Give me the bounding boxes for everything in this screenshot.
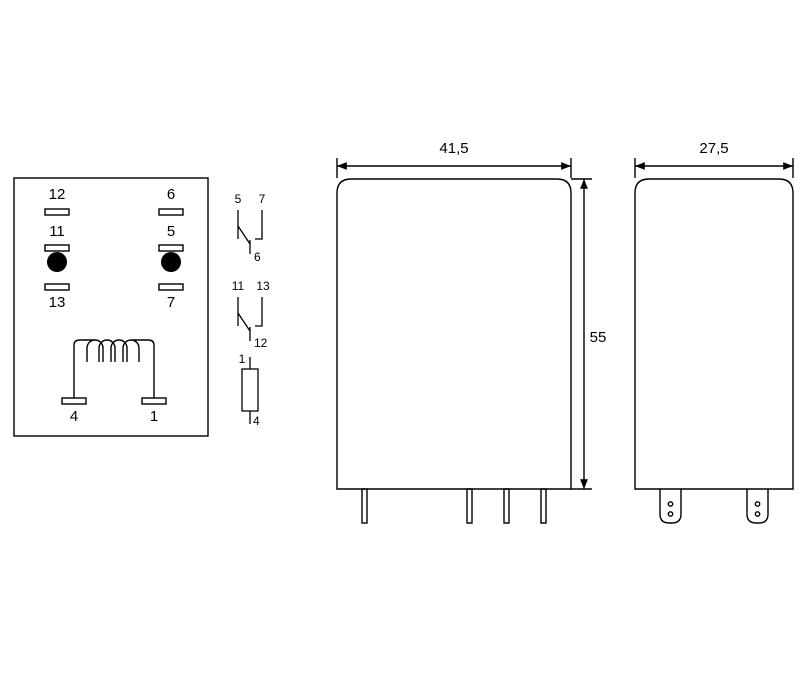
contact-1-symbol [237, 210, 263, 254]
pin-label-11: 11 [49, 223, 65, 240]
pin-labels: 12 6 11 5 13 7 4 1 [49, 186, 176, 425]
front-view-body [336, 178, 572, 490]
contact-dot-right [161, 252, 181, 272]
coil-winding [73, 339, 155, 398]
schematic-labels: 5 7 6 11 13 12 1 4 [232, 192, 270, 428]
side-width-label: 27,5 [699, 140, 728, 157]
side-view [634, 158, 794, 524]
side-view-body [634, 178, 794, 490]
pin-layout [13, 177, 209, 437]
side-terminal-right-hole-2 [754, 511, 761, 517]
sch-label-7: 7 [259, 192, 266, 206]
pin-label-13: 13 [49, 294, 66, 311]
front-width-label: 41,5 [439, 140, 468, 157]
pin-label-7: 7 [167, 294, 175, 311]
front-pin-4 [540, 488, 547, 524]
front-pin-1 [361, 488, 368, 524]
pin-label-6: 6 [167, 186, 175, 203]
contact-2-symbol [237, 297, 263, 341]
height-label: 55 [590, 329, 607, 346]
side-terminal-left [659, 489, 682, 524]
front-view [336, 158, 592, 524]
pin-layout-frame [13, 177, 209, 437]
pin-11 [44, 244, 70, 252]
sch-label-6: 6 [254, 250, 261, 264]
sch-label-13: 13 [256, 279, 270, 293]
pin-label-12: 12 [49, 186, 66, 203]
sch-label-11: 11 [232, 279, 245, 293]
coil-symbol [241, 368, 259, 412]
front-pin-2 [466, 488, 473, 524]
sch-label-coil-4: 4 [253, 414, 260, 428]
pin-5 [158, 244, 184, 252]
sch-label-5: 5 [235, 192, 242, 206]
pin-label-1: 1 [150, 408, 158, 425]
schematic [237, 210, 263, 424]
side-terminal-right [746, 489, 769, 524]
front-pin-3 [503, 488, 510, 524]
pin-label-4: 4 [70, 408, 78, 425]
pin-label-5: 5 [167, 223, 175, 240]
side-terminal-right-hole-1 [754, 501, 761, 507]
pin-7 [158, 283, 184, 291]
pin-6 [158, 208, 184, 216]
side-terminal-left-hole-1 [667, 501, 674, 507]
pin-13 [44, 283, 70, 291]
sch-label-coil-1: 1 [239, 352, 246, 366]
pin-1 [141, 397, 167, 405]
side-terminal-left-hole-2 [667, 511, 674, 517]
contact-dot-left [47, 252, 67, 272]
pin-12 [44, 208, 70, 216]
sch-label-12: 12 [254, 336, 268, 350]
pin-4 [61, 397, 87, 405]
